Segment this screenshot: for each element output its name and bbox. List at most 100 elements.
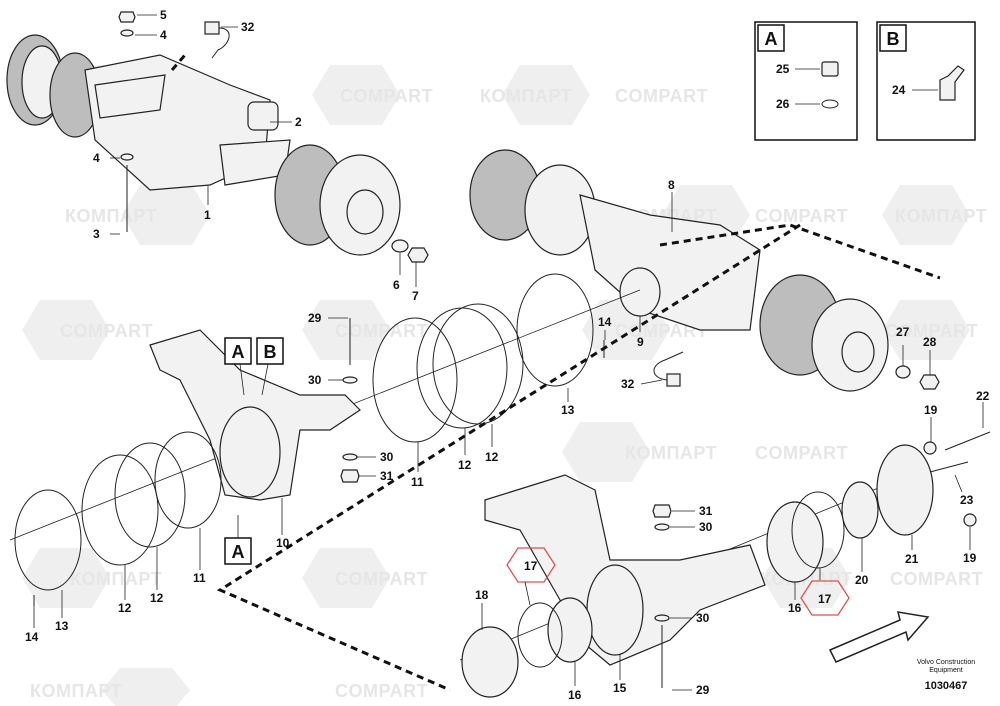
callout-16: 16	[788, 601, 802, 615]
caption-line-2: Equipment	[929, 667, 963, 674]
watermark-logo: КОМПАРТ	[882, 185, 987, 245]
seal-17-lower	[517, 602, 563, 668]
callout-17: 17	[818, 592, 832, 606]
callout-11: 11	[411, 475, 424, 489]
watermark-logo: COMPART	[22, 300, 153, 360]
ring-12-right-b	[432, 303, 524, 425]
callout-4: 4	[93, 151, 100, 165]
callout-29: 29	[308, 311, 322, 325]
nut-31-lower	[652, 504, 672, 518]
callout-13: 13	[561, 403, 575, 417]
plug-6	[391, 239, 409, 253]
view-a1-leader	[239, 363, 245, 396]
washer-4-upper	[120, 29, 134, 37]
watermark-layer: COMPART COMPART КОМПАРТ COMPART КОМПАРТ …	[22, 65, 987, 706]
watermark-text: COMPART	[755, 443, 848, 463]
watermark-logo: COMPART	[312, 65, 433, 125]
watermark-text: COMPART	[335, 569, 428, 589]
watermark-text: КОМПАРТ	[30, 681, 122, 701]
callout-27: 27	[896, 325, 910, 339]
watermark-text: COMPART	[335, 681, 428, 701]
callout-2: 2	[295, 115, 302, 129]
bearing-16-lower	[547, 597, 593, 663]
mounting-pad-left	[94, 74, 166, 119]
ring-12-left-a	[114, 442, 186, 548]
callout-20: 20	[855, 573, 869, 587]
callout-5: 5	[160, 8, 167, 22]
callout-30: 30	[696, 611, 710, 625]
callout-15: 15	[613, 681, 627, 695]
watermark-logo: КОМПАРТ	[22, 548, 162, 608]
nut-31-upper	[340, 469, 360, 483]
grease-nipple-24	[939, 65, 965, 101]
callout-32: 32	[241, 20, 255, 34]
callout-30: 30	[699, 520, 713, 534]
callout-16: 16	[568, 688, 582, 702]
callout-28: 28	[923, 335, 937, 349]
callout-12: 12	[118, 601, 132, 615]
bracket-10-bore	[219, 406, 281, 498]
hex-callout-17a	[506, 547, 556, 583]
callout-3: 3	[93, 227, 100, 241]
callout-12: 12	[458, 458, 472, 472]
callout-leaders	[33, 14, 984, 691]
hex-callout-17b	[800, 580, 850, 616]
view-markers: A B A	[224, 337, 284, 565]
watermark-text: КОМПАРТ	[625, 443, 717, 463]
plug-27	[895, 365, 911, 379]
detail-a-letter: A	[765, 29, 778, 49]
callout-26: 26	[776, 97, 790, 111]
washer-30-upper-b	[342, 453, 358, 461]
washer-20	[841, 481, 879, 539]
bracket-15-bore	[586, 564, 644, 656]
caption-line-1: Volvo Construction	[917, 659, 975, 666]
ring-11-left	[154, 431, 222, 529]
washer-30-lower-a	[654, 523, 670, 531]
detail-box-b: B 24	[876, 21, 976, 141]
callout-21: 21	[905, 552, 919, 566]
view-marker-a1-box	[224, 337, 252, 365]
watermark-text: COMPART	[340, 86, 433, 106]
callout-30: 30	[380, 450, 394, 464]
view-b1-leader	[261, 363, 269, 396]
callout-32: 32	[621, 377, 635, 391]
view-marker-a1: A	[232, 342, 245, 362]
callout-14: 14	[598, 315, 612, 329]
ring-11-right	[372, 317, 458, 443]
view-marker-a2: A	[232, 542, 245, 562]
dashed-link-top	[170, 54, 187, 71]
detail-a-label-box	[757, 24, 785, 52]
sensor-32b-cable	[653, 351, 684, 381]
sensor-32b-connector	[666, 373, 681, 387]
watermark-text: COMPART	[755, 206, 848, 226]
watermark-text: КОМПАРТ	[65, 206, 157, 226]
callout-12: 12	[485, 450, 499, 464]
differential-flange-9	[619, 267, 661, 317]
callout-29: 29	[696, 683, 710, 697]
washer-30-lower-b	[654, 614, 670, 622]
watermark-text: КОМПАРТ	[895, 206, 987, 226]
watermark-text: КОМПАРТ	[480, 86, 572, 106]
callout-6: 6	[393, 278, 400, 292]
callout-12: 12	[150, 591, 164, 605]
detail-a-frame	[754, 21, 858, 141]
cover-18	[461, 626, 519, 698]
callout-9: 9	[637, 335, 644, 349]
watermark-logo: COMPART	[302, 548, 428, 608]
callout-13: 13	[55, 619, 69, 633]
callout-8: 8	[668, 178, 675, 192]
screw-19-upper	[923, 441, 937, 455]
caption-block: Volvo Construction Equipment 1030467	[917, 659, 975, 692]
callout-17: 17	[524, 559, 538, 573]
watermark-text: COMPART	[335, 321, 428, 341]
view-marker-b1-box	[256, 337, 284, 365]
watermark-text: COMPART	[615, 321, 708, 341]
document-number: 1030467	[925, 680, 968, 692]
ring-12-right-a	[416, 307, 508, 429]
plug-7	[407, 247, 429, 263]
bearing-16-upper	[766, 501, 824, 583]
stud-23	[929, 461, 969, 473]
callout-24: 24	[892, 83, 906, 97]
stud-22	[944, 431, 991, 451]
watermark-text: COMPART	[60, 321, 153, 341]
